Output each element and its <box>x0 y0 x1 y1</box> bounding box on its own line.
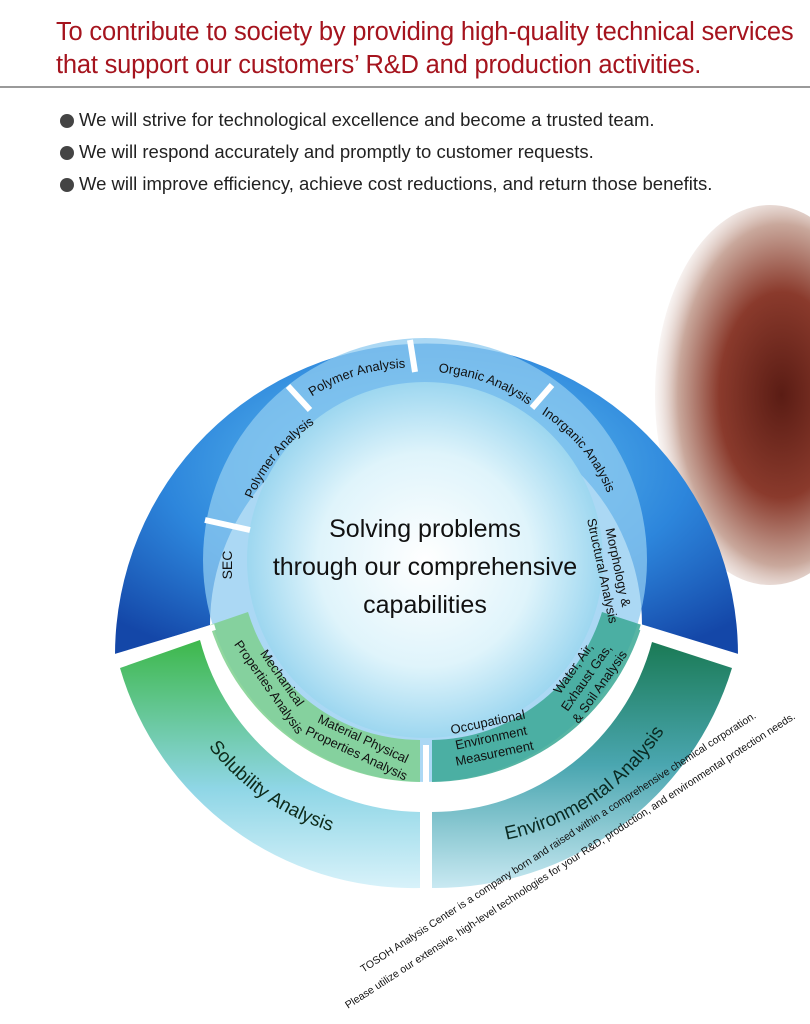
mission-bullet-list: We will strive for technological excelle… <box>60 106 712 202</box>
bullet-dot-icon <box>60 114 74 128</box>
solubility-analysis-ring <box>120 640 420 889</box>
eye-photo-image <box>655 205 810 585</box>
inner-ring-teal <box>432 612 642 782</box>
headline: To contribute to society by providing hi… <box>56 16 796 82</box>
segment-dividers <box>114 339 739 892</box>
mission-bullet: We will respond accurately and promptly … <box>60 138 712 170</box>
center-message: Solving problems through our comprehensi… <box>272 515 578 619</box>
materials-analysis-label: Materials Analysis <box>357 251 499 279</box>
bullet-dot-icon <box>60 178 74 192</box>
headline-line-2: that support our customers’ R&D and prod… <box>56 51 702 79</box>
mission-bullet: We will improve efficiency, achieve cost… <box>60 170 712 202</box>
center-disc <box>247 382 603 738</box>
header-divider <box>0 86 810 88</box>
inner-ring-green <box>210 612 420 782</box>
bullet-dot-icon <box>60 146 74 160</box>
environmental-analysis-ring <box>432 642 732 889</box>
sec-label: SEC <box>219 551 235 580</box>
mission-bullet: We will strive for technological excelle… <box>60 106 712 138</box>
headline-line-1: To contribute to society by providing hi… <box>56 18 794 46</box>
